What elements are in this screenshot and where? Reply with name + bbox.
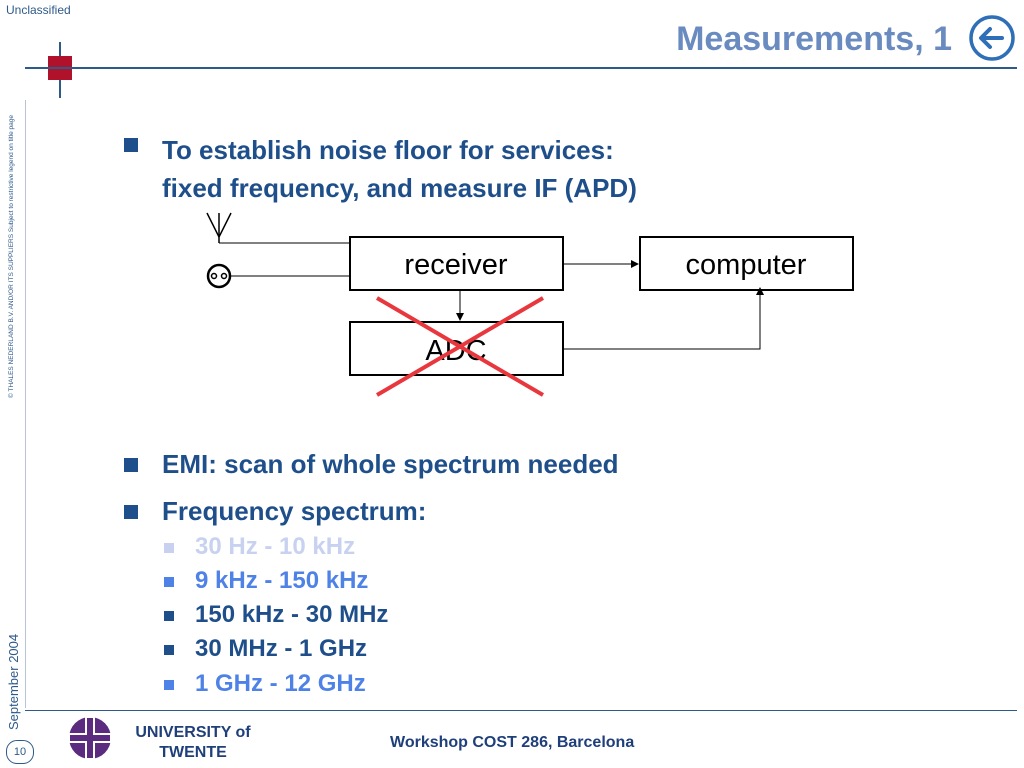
bullet-square-icon	[124, 138, 138, 152]
spectrum-item: 30 Hz - 10 kHz	[195, 533, 356, 560]
university-name: UNIVERSITY of TWENTE	[128, 723, 258, 763]
computer-box	[639, 236, 854, 291]
cross-out-icon	[375, 296, 545, 397]
back-arrow-button[interactable]	[968, 14, 1016, 62]
back-arrow-icon	[969, 15, 1015, 61]
sub-bullet-square-icon	[164, 645, 174, 655]
receiver-box	[349, 236, 564, 291]
title-divider	[25, 67, 1017, 69]
spectrum-item: 30 MHz - 1 GHz	[195, 635, 368, 662]
bullet-noise-floor: To establish noise floor for services: f…	[162, 131, 637, 207]
bullet-frequency-spectrum: Frequency spectrum:	[162, 496, 427, 526]
sub-bullet-square-icon	[164, 611, 174, 621]
sub-bullet-square-icon	[164, 577, 174, 587]
receiver-label: receiver	[404, 249, 507, 281]
bullet-square-icon	[124, 458, 138, 472]
sub-bullet-square-icon	[164, 680, 174, 690]
classification-label: Unclassified	[6, 3, 71, 17]
sub-bullet-square-icon	[164, 543, 174, 553]
university-name-line: TWENTE	[159, 744, 227, 761]
bullet-emi: EMI: scan of whole spectrum needed	[162, 449, 619, 479]
left-margin-divider	[25, 100, 26, 708]
spectrum-item: 150 kHz - 30 MHz	[195, 601, 389, 628]
slide-title: Measurements, 1	[676, 20, 952, 58]
bullet-square-icon	[124, 505, 138, 519]
spectrum-item: 1 GHz - 12 GHz	[195, 670, 366, 697]
bullet-line: fixed frequency, and measure IF (APD)	[162, 173, 637, 203]
computer-label: computer	[686, 249, 807, 281]
page-number: 10	[6, 740, 34, 764]
measurement-block-diagram: receiver computer ADC	[190, 205, 870, 415]
copyright-notice: © THALES NEDERLAND B.V. AND/OR ITS SUPPL…	[8, 115, 15, 398]
slide-date: September 2004	[6, 633, 21, 730]
connector-icon	[206, 263, 232, 289]
university-name-line: UNIVERSITY of	[135, 724, 251, 741]
thales-logo-mark	[44, 42, 76, 98]
university-twente-logo	[66, 714, 114, 762]
workshop-title: Workshop COST 286, Barcelona	[390, 734, 635, 751]
bullet-line: To establish noise floor for services:	[162, 135, 614, 165]
antenna-icon	[206, 212, 232, 243]
spectrum-item: 9 kHz - 150 kHz	[195, 567, 369, 594]
footer-divider	[25, 710, 1017, 711]
